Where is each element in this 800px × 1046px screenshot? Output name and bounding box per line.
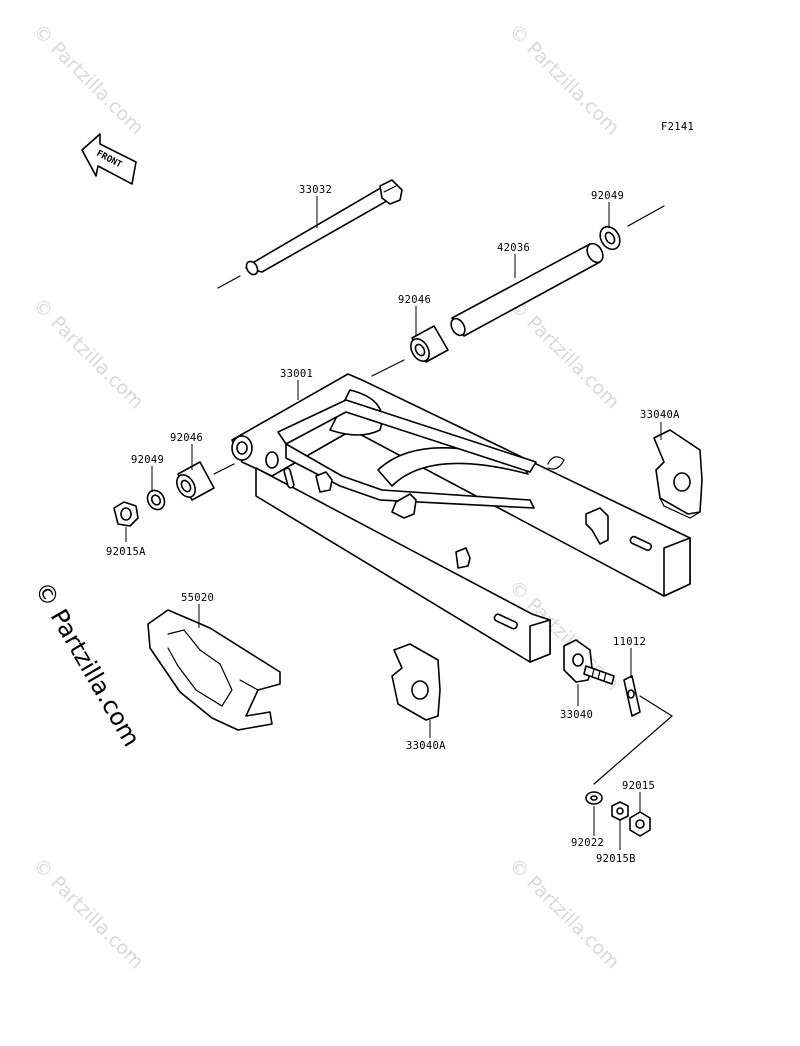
label-92046-left: 92046 bbox=[170, 432, 203, 444]
nut-92015 bbox=[629, 811, 651, 837]
label-33040A-right: 33040A bbox=[640, 409, 680, 421]
label-92049-left: 92049 bbox=[131, 454, 164, 466]
label-55020: 55020 bbox=[181, 592, 214, 604]
watermark-4: © Partzilla.com bbox=[504, 294, 623, 413]
watermark-7: © Partzilla.com bbox=[504, 854, 623, 973]
watermark-1: © Partzilla.com bbox=[28, 20, 147, 139]
nut-92015A bbox=[113, 501, 139, 527]
bearing-92046-left bbox=[176, 461, 235, 501]
pivot-shaft-33032 bbox=[217, 179, 403, 289]
watermark-large: © Partzilla.com bbox=[29, 577, 146, 751]
figure-code: F2141 bbox=[661, 121, 694, 133]
watermark-2: © Partzilla.com bbox=[504, 20, 623, 139]
label-92049-top: 92049 bbox=[591, 190, 624, 202]
nut-92015B bbox=[611, 801, 629, 821]
label-92015: 92015 bbox=[622, 780, 655, 792]
label-33001: 33001 bbox=[280, 368, 313, 380]
front-arrow-icon: FRONT bbox=[81, 133, 137, 185]
label-92046-top: 92046 bbox=[398, 294, 431, 306]
watermark-6: © Partzilla.com bbox=[28, 854, 147, 973]
label-33032: 33032 bbox=[299, 184, 332, 196]
part-labels: 33032 92049 42036 92046 33001 33040A 920… bbox=[106, 184, 680, 865]
label-33040: 33040 bbox=[560, 709, 593, 721]
adjuster-block-33040 bbox=[563, 639, 615, 685]
bearing-92046-top bbox=[371, 325, 449, 377]
label-92015B: 92015B bbox=[596, 853, 636, 865]
watermark-3: © Partzilla.com bbox=[28, 294, 147, 413]
collar-92049-top bbox=[599, 205, 665, 251]
tube-42036 bbox=[450, 242, 604, 337]
label-42036: 42036 bbox=[497, 242, 530, 254]
swingarm-33001 bbox=[231, 373, 691, 663]
label-92015A: 92015A bbox=[106, 546, 146, 558]
leader-lines bbox=[125, 196, 662, 850]
label-92022: 92022 bbox=[571, 837, 604, 849]
plate-11012 bbox=[593, 675, 673, 785]
chain-adjuster-33040A-right bbox=[653, 429, 703, 519]
chain-guide-55020 bbox=[147, 609, 281, 731]
label-33040A-bottom: 33040A bbox=[406, 740, 446, 752]
label-11012: 11012 bbox=[613, 636, 646, 648]
washer-92022 bbox=[585, 791, 603, 805]
chain-adjuster-33040A-bottom bbox=[391, 643, 441, 721]
collar-92049-left bbox=[146, 489, 166, 511]
